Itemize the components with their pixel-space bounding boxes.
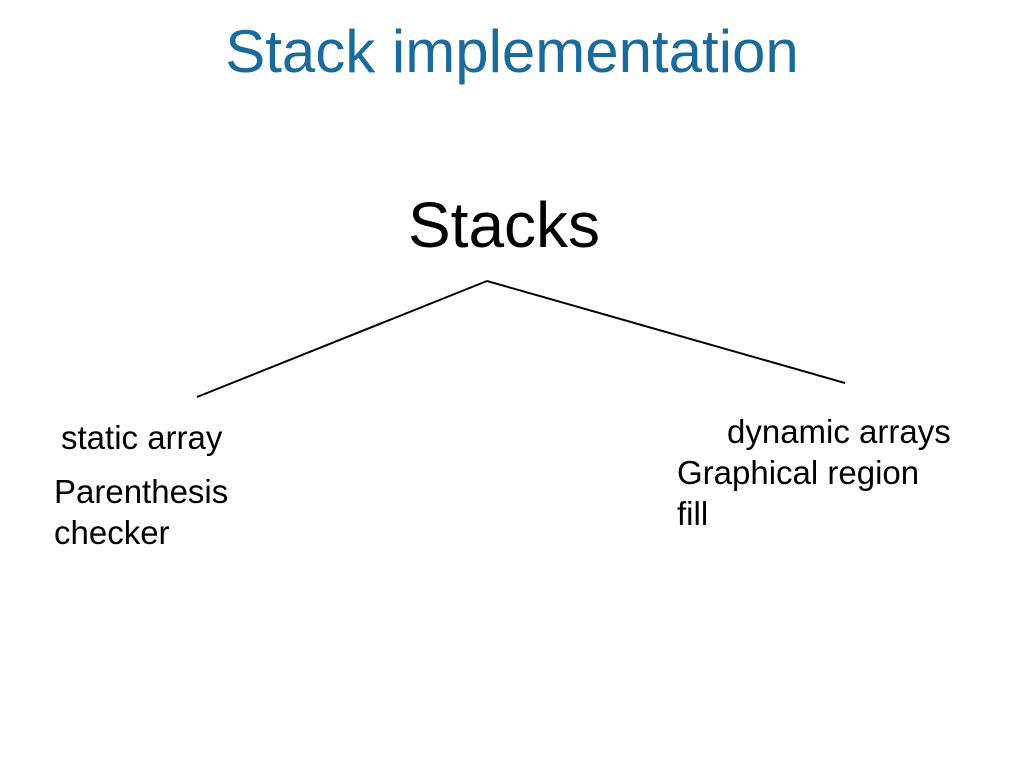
left-branch-sub-line-2: checker	[54, 514, 170, 551]
right-branch-sub-line-2: fill	[677, 495, 709, 532]
diagram-root-label: Stacks	[407, 189, 601, 261]
right-branch-line	[486, 280, 846, 384]
left-branch-sub-line-1: Parenthesis	[54, 473, 229, 510]
left-branch-line	[196, 280, 488, 398]
right-branch-sub-line-1: Graphical region	[677, 454, 920, 491]
left-branch-label: static array	[61, 419, 223, 456]
slide-title: Stack implementation	[225, 18, 799, 85]
right-branch-label: dynamic arrays	[727, 413, 951, 450]
right-branch-block: dynamic arrays Graphical region fill	[677, 411, 951, 534]
left-branch-sub-text: Parenthesis checker	[54, 471, 228, 553]
